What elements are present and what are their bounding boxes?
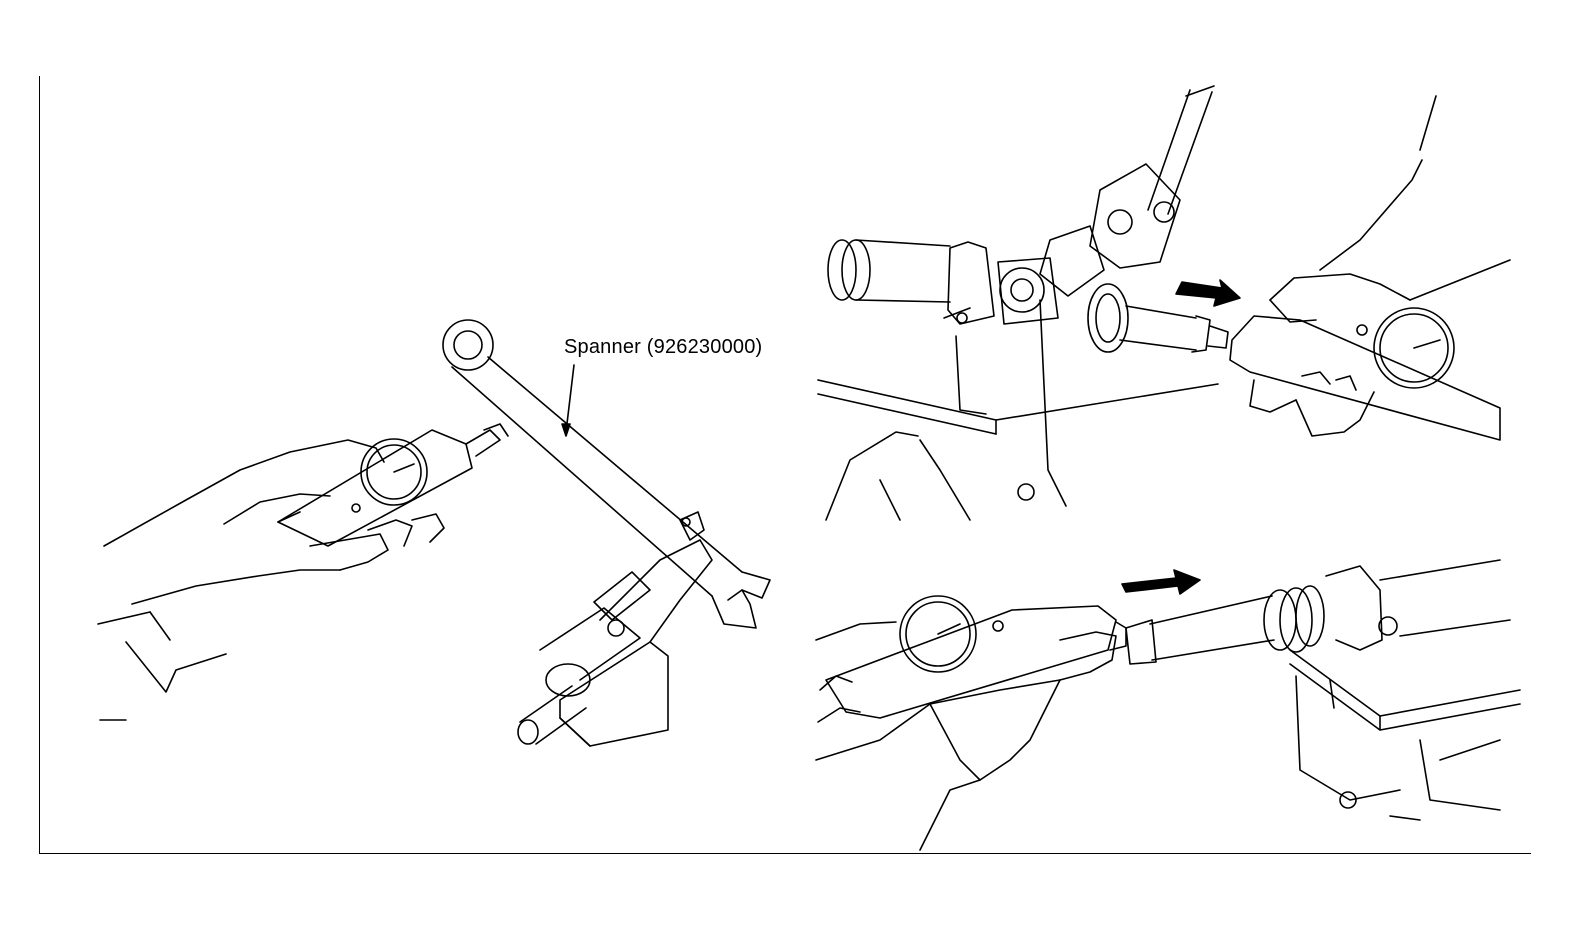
frame-bottom-border (39, 853, 1531, 854)
steering-gear-body-bottom (1326, 560, 1510, 650)
rack-tube-bottom (1126, 586, 1324, 664)
steering-column-shaft-top (1148, 86, 1214, 214)
bottom-right-panel-illustration (816, 560, 1520, 850)
pull-gauge-top-right (1230, 308, 1500, 440)
pull-gauge-left (278, 424, 508, 546)
spanner-callout-label: Spanner (926230000) (564, 336, 763, 358)
bench-vise-bottom (1290, 650, 1520, 820)
steering-gear-body-top (998, 164, 1180, 324)
rack-tube-left-top (828, 240, 950, 302)
top-right-panel-illustration (818, 86, 1510, 520)
hands-holding-gauge-bottom-right (816, 622, 1116, 850)
rack-tube-right-top (1088, 284, 1228, 352)
left-panel-illustration (98, 320, 770, 746)
clamp-bracket-top (944, 242, 994, 324)
spanner-tool (443, 320, 770, 628)
steering-gear-assembly-left (518, 512, 712, 746)
hands-holding-gauge-top-right (1250, 96, 1510, 436)
frame-left-border (39, 76, 40, 854)
bench-vise-top (818, 300, 1218, 520)
hand-holding-gauge-left (98, 440, 444, 720)
arrow-right-icon (1176, 280, 1240, 306)
pull-gauge-bottom-right (826, 596, 1126, 718)
arrow-right-icon (1122, 570, 1200, 594)
